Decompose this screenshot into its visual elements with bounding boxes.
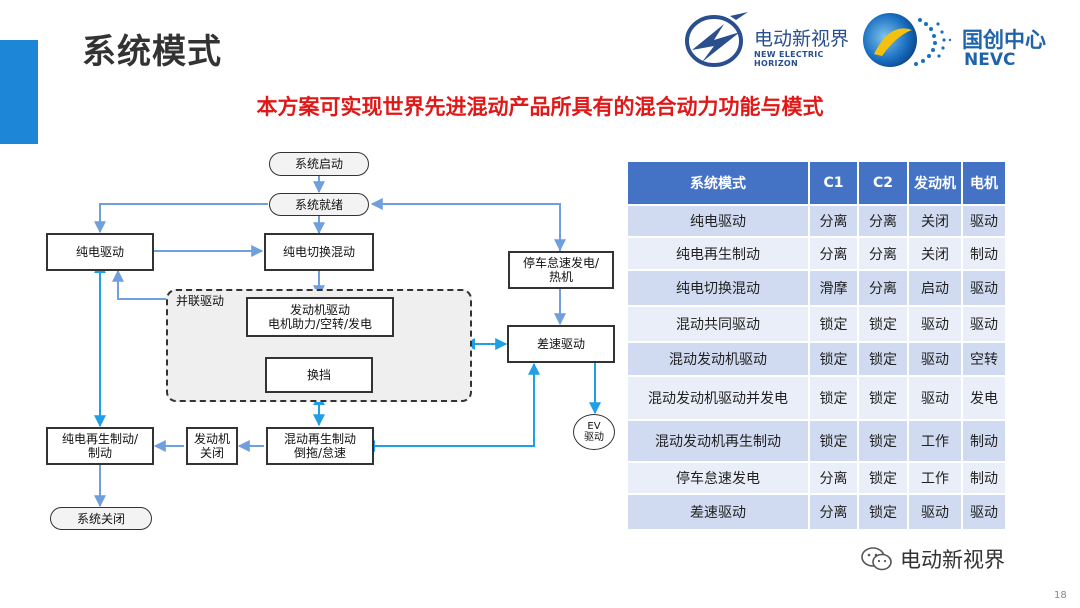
arrow-diff-hybrid-regen bbox=[363, 362, 540, 452]
table-cell: 工作 bbox=[909, 421, 961, 461]
page-title: 系统模式 bbox=[82, 32, 222, 72]
node-stop-idle-generate: 停车怠速发电/ 热机 bbox=[508, 251, 614, 289]
dotted-globe-icon bbox=[863, 13, 952, 67]
header-c2: C2 bbox=[859, 162, 907, 204]
table-cell: 锁定 bbox=[859, 463, 907, 493]
table-cell: 关闭 bbox=[909, 238, 961, 269]
table-cell-mode: 混动发动机再生制动 bbox=[628, 421, 808, 461]
arrow-ready-ev-drive bbox=[94, 203, 268, 234]
table-row: 混动共同驱动锁定锁定驱动驱动 bbox=[628, 307, 1005, 341]
table-cell: 锁定 bbox=[810, 307, 857, 341]
table-cell: 启动 bbox=[909, 271, 961, 305]
header-engine: 发动机 bbox=[909, 162, 961, 204]
table-cell: 分离 bbox=[810, 206, 857, 236]
table-cell-mode: 混动发动机驱动 bbox=[628, 343, 808, 375]
table-cell: 驱动 bbox=[909, 377, 961, 419]
table-cell: 制动 bbox=[963, 463, 1005, 493]
logo-name: 国创中心 bbox=[962, 28, 1046, 52]
table-cell: 锁定 bbox=[810, 377, 857, 419]
table-cell: 关闭 bbox=[909, 206, 961, 236]
table-row: 混动发动机再生制动锁定锁定工作制动 bbox=[628, 421, 1005, 461]
table-cell: 发电 bbox=[963, 377, 1005, 419]
watermark-text: 电动新视界 bbox=[900, 548, 1005, 572]
table-row: 纯电切换混动滑摩分离启动驱动 bbox=[628, 271, 1005, 305]
parallel-drive-label: 并联驱动 bbox=[176, 294, 225, 308]
electric-horizon-logo: 电动新视界 NEW ELECTRIC HORIZON bbox=[684, 10, 854, 70]
arrow-group-ev-drive bbox=[112, 269, 166, 300]
node-ev-drive-circle: EV 驱动 bbox=[573, 414, 615, 450]
table-cell: 锁定 bbox=[810, 421, 857, 461]
table-cell: 锁定 bbox=[859, 377, 907, 419]
table-cell: 分离 bbox=[810, 463, 857, 493]
node-differential-drive: 差速驱动 bbox=[507, 325, 615, 363]
table-cell: 制动 bbox=[963, 238, 1005, 269]
table-cell: 工作 bbox=[909, 463, 961, 493]
table-cell: 分离 bbox=[810, 238, 857, 269]
slide-headline: 本方案可实现世界先进混动产品所具有的混合动力功能与模式 bbox=[256, 95, 824, 119]
table-row: 差速驱动分离锁定驱动驱动 bbox=[628, 495, 1005, 529]
mode-table: 系统模式 C1 C2 发动机 电机 纯电驱动分离分离关闭驱动纯电再生制动分离分离… bbox=[626, 160, 1007, 531]
table-cell: 锁定 bbox=[859, 495, 907, 529]
arrow-ready-stop-idle bbox=[370, 198, 561, 252]
table-cell: 空转 bbox=[963, 343, 1005, 375]
table-cell-mode: 差速驱动 bbox=[628, 495, 808, 529]
node-ev-switch-hybrid: 纯电切换混动 bbox=[264, 233, 374, 271]
table-cell: 分离 bbox=[810, 495, 857, 529]
node-system-ready: 系统就绪 bbox=[269, 193, 369, 216]
table-cell: 驱动 bbox=[909, 495, 961, 529]
table-cell: 驱动 bbox=[963, 271, 1005, 305]
node-ev-drive: 纯电驱动 bbox=[46, 233, 154, 271]
table-cell: 分离 bbox=[859, 206, 907, 236]
table-cell-mode: 混动共同驱动 bbox=[628, 307, 808, 341]
logo-subtitle: NEVC bbox=[964, 50, 1016, 70]
table-cell: 驱动 bbox=[963, 495, 1005, 529]
table-row: 混动发动机驱动锁定锁定驱动空转 bbox=[628, 343, 1005, 375]
lightning-globe-icon bbox=[685, 12, 748, 67]
header-mode: 系统模式 bbox=[628, 162, 808, 204]
table-cell: 锁定 bbox=[859, 421, 907, 461]
logo-name: 电动新视界 bbox=[754, 28, 850, 50]
table-cell: 锁定 bbox=[859, 343, 907, 375]
node-system-shutdown: 系统关闭 bbox=[50, 507, 152, 530]
nevc-logo: 国创中心 NEVC bbox=[860, 10, 1060, 70]
node-hybrid-regen-brake: 混动再生制动 倒拖/怠速 bbox=[266, 427, 374, 465]
table-cell: 驱动 bbox=[909, 343, 961, 375]
node-engine-off: 发动机 关闭 bbox=[186, 427, 238, 465]
table-cell-mode: 纯电再生制动 bbox=[628, 238, 808, 269]
table-cell: 分离 bbox=[859, 271, 907, 305]
table-cell-mode: 纯电驱动 bbox=[628, 206, 808, 236]
table-row: 停车怠速发电分离锁定工作制动 bbox=[628, 463, 1005, 493]
header-c1: C1 bbox=[810, 162, 857, 204]
header-motor: 电机 bbox=[963, 162, 1005, 204]
table-cell: 驱动 bbox=[963, 206, 1005, 236]
table-cell: 锁定 bbox=[810, 343, 857, 375]
table-cell: 制动 bbox=[963, 421, 1005, 461]
table-cell: 分离 bbox=[859, 238, 907, 269]
logo-subtitle: NEW ELECTRIC HORIZON bbox=[754, 50, 824, 68]
table-cell: 驱动 bbox=[909, 307, 961, 341]
table-row: 纯电再生制动分离分离关闭制动 bbox=[628, 238, 1005, 269]
table-cell: 锁定 bbox=[859, 307, 907, 341]
table-cell: 驱动 bbox=[963, 307, 1005, 341]
table-cell-mode: 纯电切换混动 bbox=[628, 271, 808, 305]
table-cell: 滑摩 bbox=[810, 271, 857, 305]
table-row: 纯电驱动分离分离关闭驱动 bbox=[628, 206, 1005, 236]
title-accent-bar bbox=[0, 40, 38, 144]
table-header-row: 系统模式 C1 C2 发动机 电机 bbox=[628, 162, 1005, 204]
page-number: 18 bbox=[1054, 590, 1067, 601]
node-engine-drive: 发动机驱动 电机助力/空转/发电 bbox=[246, 297, 394, 337]
node-system-start: 系统启动 bbox=[269, 152, 369, 176]
node-gear-shift: 换挡 bbox=[265, 357, 373, 393]
table-row: 混动发动机驱动并发电锁定锁定驱动发电 bbox=[628, 377, 1005, 419]
node-ev-regen-brake: 纯电再生制动/ 制动 bbox=[46, 427, 154, 465]
wechat-icon bbox=[861, 547, 892, 571]
table-cell-mode: 混动发动机驱动并发电 bbox=[628, 377, 808, 419]
table-cell-mode: 停车怠速发电 bbox=[628, 463, 808, 493]
